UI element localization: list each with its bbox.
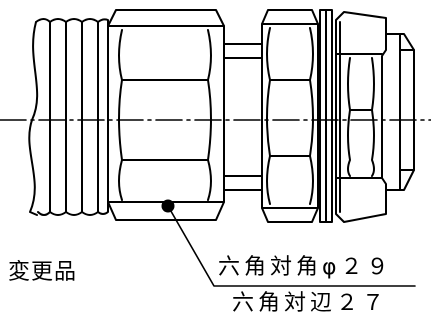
corrugated-tube: [28, 18, 109, 216]
fitting-neck: [223, 43, 263, 191]
hex-across-corners-label: 六角対角φ２９: [218, 255, 393, 280]
locking-nut-right: [335, 11, 415, 223]
dimension-leader: [161, 199, 416, 287]
hex-nut-middle: [261, 9, 319, 223]
washer-ring: [317, 9, 333, 223]
change-note-label: 変更品: [8, 260, 78, 285]
hex-nut-large: [107, 9, 225, 221]
hex-across-flats-label: 六角対辺２７: [232, 291, 389, 316]
